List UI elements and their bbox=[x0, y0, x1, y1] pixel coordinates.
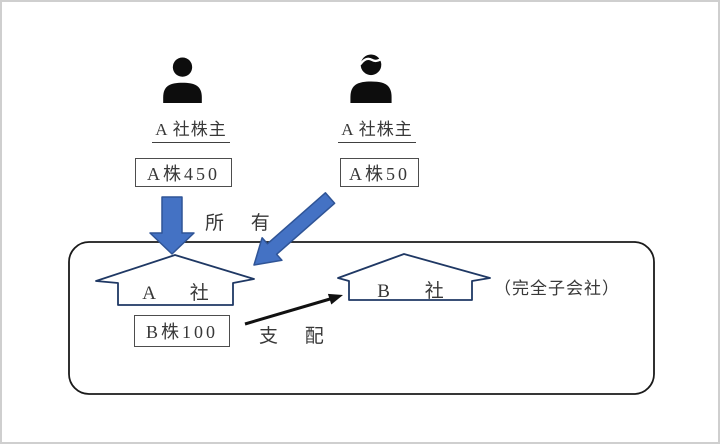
person-icon bbox=[163, 57, 202, 103]
company-b-label: B 社 bbox=[377, 281, 444, 302]
shares-box-a450: A株450 bbox=[135, 158, 232, 187]
ownership-label: 所 有 bbox=[205, 213, 272, 234]
shares-box-a50: A株50 bbox=[340, 158, 419, 187]
shareholder-left bbox=[159, 57, 206, 103]
shareholder-left-label: A 社株主 bbox=[152, 115, 230, 143]
company-a-label: A 社 bbox=[142, 283, 209, 304]
control-arrow-head-icon bbox=[327, 293, 343, 305]
ownership-arrow-diagonal-icon bbox=[253, 192, 336, 266]
ownership-arrow-down-icon bbox=[149, 196, 195, 255]
control-arrow-line bbox=[244, 297, 331, 326]
shareholder-right bbox=[347, 54, 395, 103]
shares-box-b100: B株100 bbox=[134, 315, 230, 347]
person-with-hair-icon bbox=[350, 54, 392, 103]
control-label: 支 配 bbox=[259, 326, 326, 347]
company-a-house-shape bbox=[95, 254, 255, 306]
shareholder-right-label: A 社株主 bbox=[338, 115, 416, 143]
company-b-house-shape bbox=[337, 253, 491, 301]
subsidiary-note: （完全子会社） bbox=[494, 279, 620, 298]
